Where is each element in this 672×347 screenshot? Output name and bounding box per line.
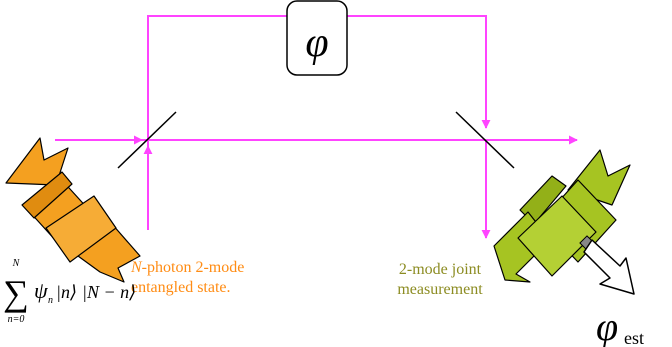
detector-label-line2: measurement <box>397 281 483 298</box>
ribbon-detector-icon <box>493 149 631 283</box>
ribbon-source-icon <box>5 137 141 283</box>
state-formula: N ∑ n=0 ψ n |n⟩ |N − n⟩ <box>3 258 136 325</box>
source-label-italic: N <box>130 259 143 276</box>
beam-splitter-icon <box>117 111 177 169</box>
ket-n-minus: |N − n⟩ <box>82 282 136 302</box>
phase-symbol: φ <box>305 20 328 66</box>
detector-label-line1: 2-mode joint <box>399 261 482 278</box>
output-arrow-icon <box>579 235 635 295</box>
psi-subscript: n <box>48 295 53 306</box>
phase-box <box>286 0 348 76</box>
source-label-line2: entangled state. <box>131 279 231 296</box>
source-label-rest: -photon 2-mode <box>142 259 245 276</box>
estimate-symbol: φ <box>596 304 618 347</box>
sum-symbol: ∑ <box>3 273 29 313</box>
sum-lower-limit: n=0 <box>8 314 25 325</box>
sum-upper-limit: N <box>12 258 21 269</box>
ket-n: |n⟩ <box>56 282 77 302</box>
source-label-line1: N-photon 2-mode <box>130 259 244 276</box>
estimate-subscript: est <box>624 328 644 347</box>
beam-splitter-icon <box>455 111 515 169</box>
psi-symbol: ψ <box>34 278 48 303</box>
